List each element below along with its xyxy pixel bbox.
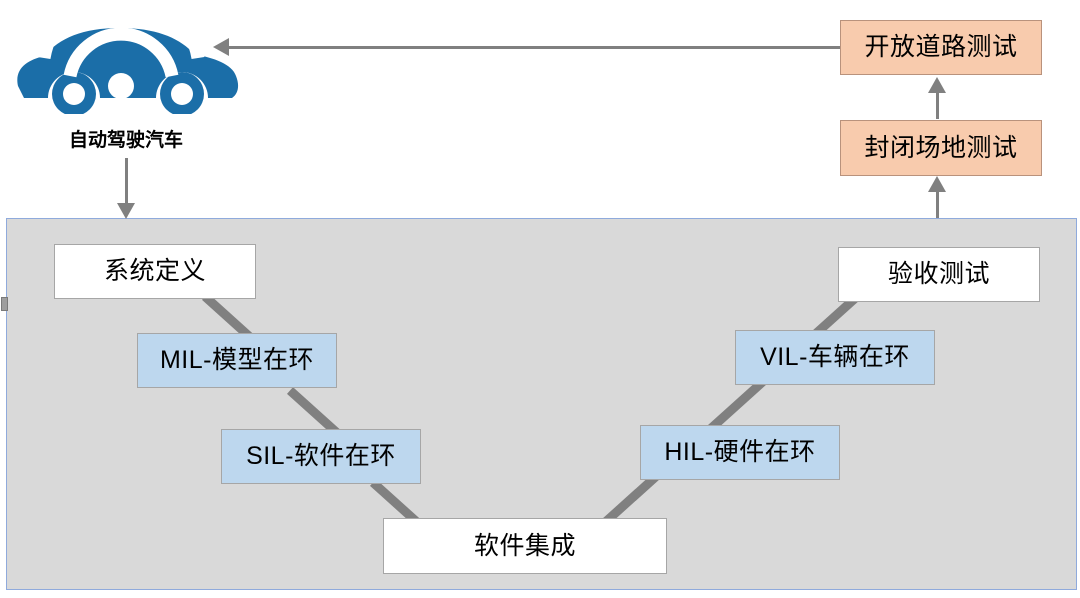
node-vil-label: VIL-车辆在环 [760,343,910,371]
node-system-definition-label: 系统定义 [103,257,206,285]
node-closed-field-test-label: 封闭场地测试 [864,133,1018,162]
node-mil-label: MIL-模型在环 [159,346,314,374]
arrow-car-to-vmodel-line [125,158,128,206]
node-software-integration-label: 软件集成 [473,531,576,560]
node-vil[interactable]: VIL-车辆在环 [735,330,935,385]
node-hil-label: HIL-硬件在环 [664,438,816,466]
arrow-car-to-vmodel-head [117,203,135,219]
node-sil-label: SIL-软件在环 [246,442,396,470]
panel-resize-handle[interactable] [1,297,8,311]
node-software-integration[interactable]: 软件集成 [383,518,667,574]
node-open-road-test[interactable]: 开放道路测试 [840,20,1042,75]
node-open-road-test-label: 开放道路测试 [864,33,1018,61]
node-hil[interactable]: HIL-硬件在环 [640,425,840,480]
arrow-vmodel-to-closed-field-line [936,190,939,218]
autonomous-car-icon [8,0,244,116]
autonomous-car-label: 自动驾驶汽车 [68,130,183,151]
node-sil[interactable]: SIL-软件在环 [221,429,421,484]
node-acceptance-test-label: 验收测试 [887,260,990,288]
arrow-closed-field-to-open-road-line [936,91,939,119]
arrow-open-road-to-car-head [213,38,229,56]
arrow-open-road-to-car-line [228,46,840,49]
arrow-vmodel-to-closed-field-head [928,176,946,192]
node-acceptance-test[interactable]: 验收测试 [838,247,1040,302]
arrow-closed-field-to-open-road-head [928,77,946,93]
node-mil[interactable]: MIL-模型在环 [137,333,337,388]
node-system-definition[interactable]: 系统定义 [54,244,256,299]
node-closed-field-test[interactable]: 封闭场地测试 [840,120,1042,176]
